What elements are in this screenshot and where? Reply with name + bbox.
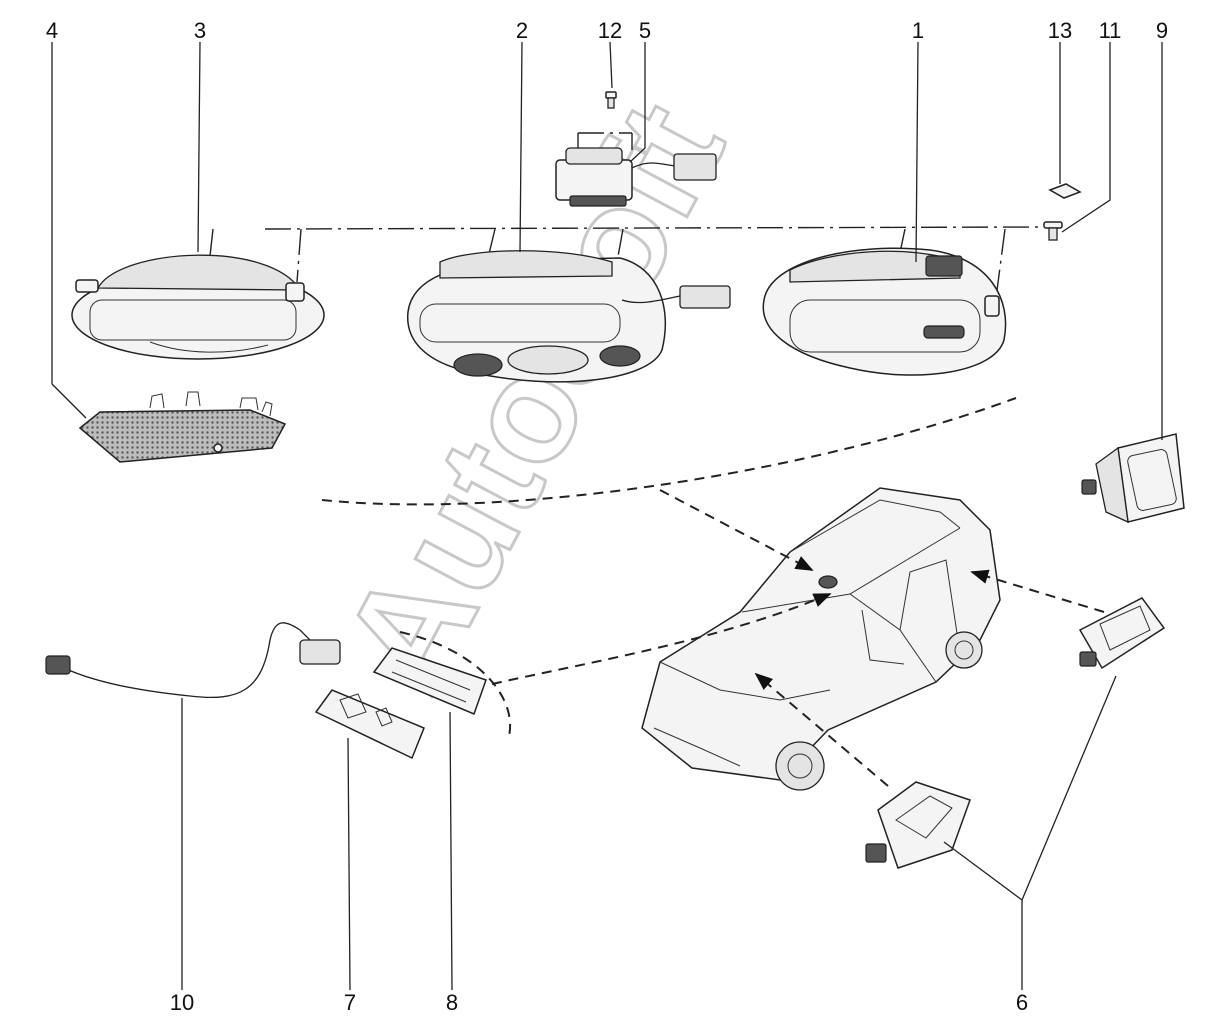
assembly-axis-lines: [209, 132, 1041, 299]
callout-11: 11: [1099, 18, 1122, 43]
callout-10: 10: [170, 990, 194, 1015]
part-5-lamp-module: [555, 147, 717, 207]
callout-5: 5: [639, 18, 651, 43]
part-3-dome-lamp: [71, 254, 325, 360]
callout-6: 6: [1016, 990, 1028, 1015]
callout-8: 8: [446, 990, 458, 1015]
part-4-lamp-lens: [78, 391, 287, 463]
callout-7: 7: [344, 990, 356, 1015]
part-13-clip: [1048, 183, 1082, 199]
callout-13: 13: [1048, 18, 1072, 43]
location-indicators: [321, 397, 1105, 787]
callout-3: 3: [194, 18, 206, 43]
car-illustration: [641, 487, 1001, 791]
part-10-wiring-harness: [45, 622, 341, 699]
callout-labels: 4 3 2 12 5 1 13 11 9 10 7 8 6: [46, 18, 1168, 1015]
part-2-overhead-console: [407, 250, 731, 383]
part-1-overhead-lamp: [762, 247, 1007, 376]
part-6-courtesy-lamp-lower: [865, 781, 971, 869]
leader-lines: [51, 41, 1163, 991]
callout-2: 2: [516, 18, 528, 43]
callout-9: 9: [1156, 18, 1168, 43]
part-12-screw: [605, 91, 617, 109]
callout-12: 12: [598, 18, 622, 43]
callout-1: 1: [912, 18, 924, 43]
part-6-courtesy-lamp-upper: [1078, 597, 1166, 670]
part-7-door-lamp-lens: [314, 689, 425, 760]
part-11-screw: [1043, 221, 1063, 241]
part-9-trunk-lamp: [1081, 433, 1185, 524]
part-8-door-lamp-housing: [372, 647, 487, 715]
callout-4: 4: [46, 18, 58, 43]
